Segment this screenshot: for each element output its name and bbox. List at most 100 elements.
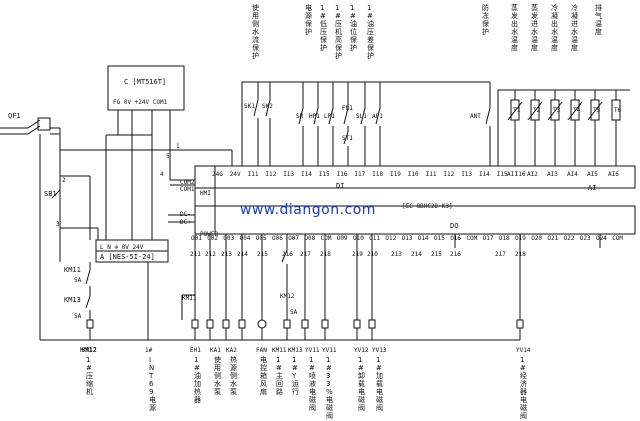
ai-label: AI bbox=[588, 184, 596, 192]
hmi-port-label: HMI bbox=[200, 190, 211, 197]
do-wire-number: 216 bbox=[282, 251, 293, 258]
contact-5a: 5A bbox=[74, 277, 82, 284]
di-terminal: I17 bbox=[354, 171, 365, 178]
di-switch-label: AP1 bbox=[372, 113, 383, 120]
di-switch-label: LP1 bbox=[324, 113, 335, 120]
di-terminal: I12 bbox=[443, 171, 454, 178]
do-wire-number: 214 bbox=[411, 251, 422, 258]
hmi-ports: FG 0V +24V COM1 bbox=[113, 99, 168, 106]
km12-label: KM12 bbox=[80, 346, 97, 354]
device-desc: 1#喷液电磁阀 bbox=[309, 356, 316, 412]
dc-plus-label: DC+ bbox=[180, 219, 191, 226]
do-terminal: O18 bbox=[499, 235, 510, 242]
device-desc: 1#油加热器 bbox=[194, 356, 201, 404]
do-terminal: COM bbox=[612, 235, 623, 242]
ai-sensor-label: T2 bbox=[533, 107, 541, 114]
di-top-label: 电源保护 bbox=[305, 3, 312, 36]
device-tag: KA1 bbox=[210, 347, 221, 354]
do-terminal: O16 bbox=[450, 235, 461, 242]
do-terminal: O01 bbox=[191, 235, 202, 242]
do-terminal: O21 bbox=[547, 235, 558, 242]
do-terminal: O17 bbox=[483, 235, 494, 242]
dc-minus-label: DC- bbox=[180, 211, 191, 218]
di-terminal: I14 bbox=[301, 171, 312, 178]
device-tag: YV11 bbox=[322, 347, 337, 354]
do-wire-number: 218 bbox=[320, 251, 331, 258]
di-top-label: 1#油压差保护 bbox=[367, 4, 374, 60]
di-terminal: I13 bbox=[461, 171, 472, 178]
di-switch-label: FR1 bbox=[342, 105, 353, 112]
do-terminal: O03 bbox=[223, 235, 234, 242]
device-desc: 1#经济器电磁阀 bbox=[520, 356, 527, 420]
watermark: www.diangon.com bbox=[240, 202, 376, 218]
do-terminal: O07 bbox=[288, 235, 299, 242]
di-terminal: I16 bbox=[515, 171, 526, 178]
ai-sensor-label: T4 bbox=[573, 107, 581, 114]
device-desc: 1#加载电磁阀 bbox=[376, 356, 383, 412]
di-terminal: 24G bbox=[212, 171, 223, 178]
node-1: 1 bbox=[176, 143, 180, 150]
do-terminal: O12 bbox=[385, 235, 396, 242]
do-terminal: O11 bbox=[369, 235, 380, 242]
ps-label: A [NES-5I-24] bbox=[100, 253, 155, 261]
do-wire-number: 218 bbox=[515, 251, 526, 258]
di-switch-label: ST1 bbox=[342, 135, 353, 142]
ai-sensor-label: T5 bbox=[593, 107, 601, 114]
do-wire-number: 214 bbox=[237, 251, 248, 258]
ai-terminal: AI1 bbox=[507, 171, 518, 178]
do-terminal: O13 bbox=[402, 235, 413, 242]
di-terminal: I11 bbox=[426, 171, 437, 178]
node-2: 2 bbox=[62, 177, 66, 184]
ai-sensor-label: T1 bbox=[513, 107, 521, 114]
wire-layer bbox=[0, 65, 636, 341]
com1-label: COM1 bbox=[180, 186, 195, 193]
ai-top-label: 蒸发出水温度 bbox=[511, 3, 518, 52]
do-terminal: O24 bbox=[596, 235, 607, 242]
ai-terminal: AI4 bbox=[567, 171, 578, 178]
com2-label: COM2 bbox=[180, 179, 195, 186]
di-terminal: I15 bbox=[497, 171, 508, 178]
do-terminal: O06 bbox=[272, 235, 283, 242]
device-desc: 1#压缩机 bbox=[86, 356, 93, 396]
do-terminal: O15 bbox=[434, 235, 445, 242]
device-desc: 使用侧水泵 bbox=[214, 355, 221, 396]
do-terminal: O05 bbox=[256, 235, 267, 242]
do-wire-number: 217 bbox=[495, 251, 506, 258]
do-terminal: O08 bbox=[304, 235, 315, 242]
do-terminal: O23 bbox=[580, 235, 591, 242]
di-terminal: 24V bbox=[230, 171, 241, 178]
ai-top-label: 冷凝进水温度 bbox=[571, 3, 578, 52]
di-terminal: I13 bbox=[283, 171, 294, 178]
ai-top-label: 蒸发进水温度 bbox=[531, 3, 538, 52]
ai-terminal: AI5 bbox=[587, 171, 598, 178]
di-terminal: I16 bbox=[337, 171, 348, 178]
di-top-label: 1#油位保护 bbox=[350, 4, 357, 52]
di-terminal: I15 bbox=[319, 171, 330, 178]
device-desc: 1#主回路 bbox=[276, 356, 283, 396]
do-terminal: O02 bbox=[207, 235, 218, 242]
ai-top-label: 冷凝出水温度 bbox=[551, 3, 558, 52]
di-switch-label: ANT bbox=[470, 113, 481, 120]
do-terminal: O09 bbox=[337, 235, 348, 242]
contact-5a: 5A bbox=[74, 313, 82, 320]
do-wire-number: 213 bbox=[391, 251, 402, 258]
di-switch-label: SR bbox=[296, 113, 304, 120]
node-5: 5 bbox=[166, 153, 170, 160]
qf1-label: QF1 bbox=[8, 112, 21, 120]
km13-label: KM13 bbox=[64, 296, 81, 304]
device-tag: YV14 bbox=[516, 347, 531, 354]
hmi-title: C [MT516T] bbox=[124, 78, 166, 86]
do-wire-number: 210 bbox=[367, 251, 378, 258]
contact-km11: KM11 bbox=[182, 295, 197, 302]
ps-terminals: L N ⊕ 0V 24V bbox=[100, 244, 144, 251]
di-terminal: I10 bbox=[408, 171, 419, 178]
device-tag: KA2 bbox=[226, 347, 237, 354]
do-label: DO bbox=[450, 222, 458, 230]
contact-5a: 5A bbox=[290, 309, 298, 316]
do-wire-number: 219 bbox=[352, 251, 363, 258]
